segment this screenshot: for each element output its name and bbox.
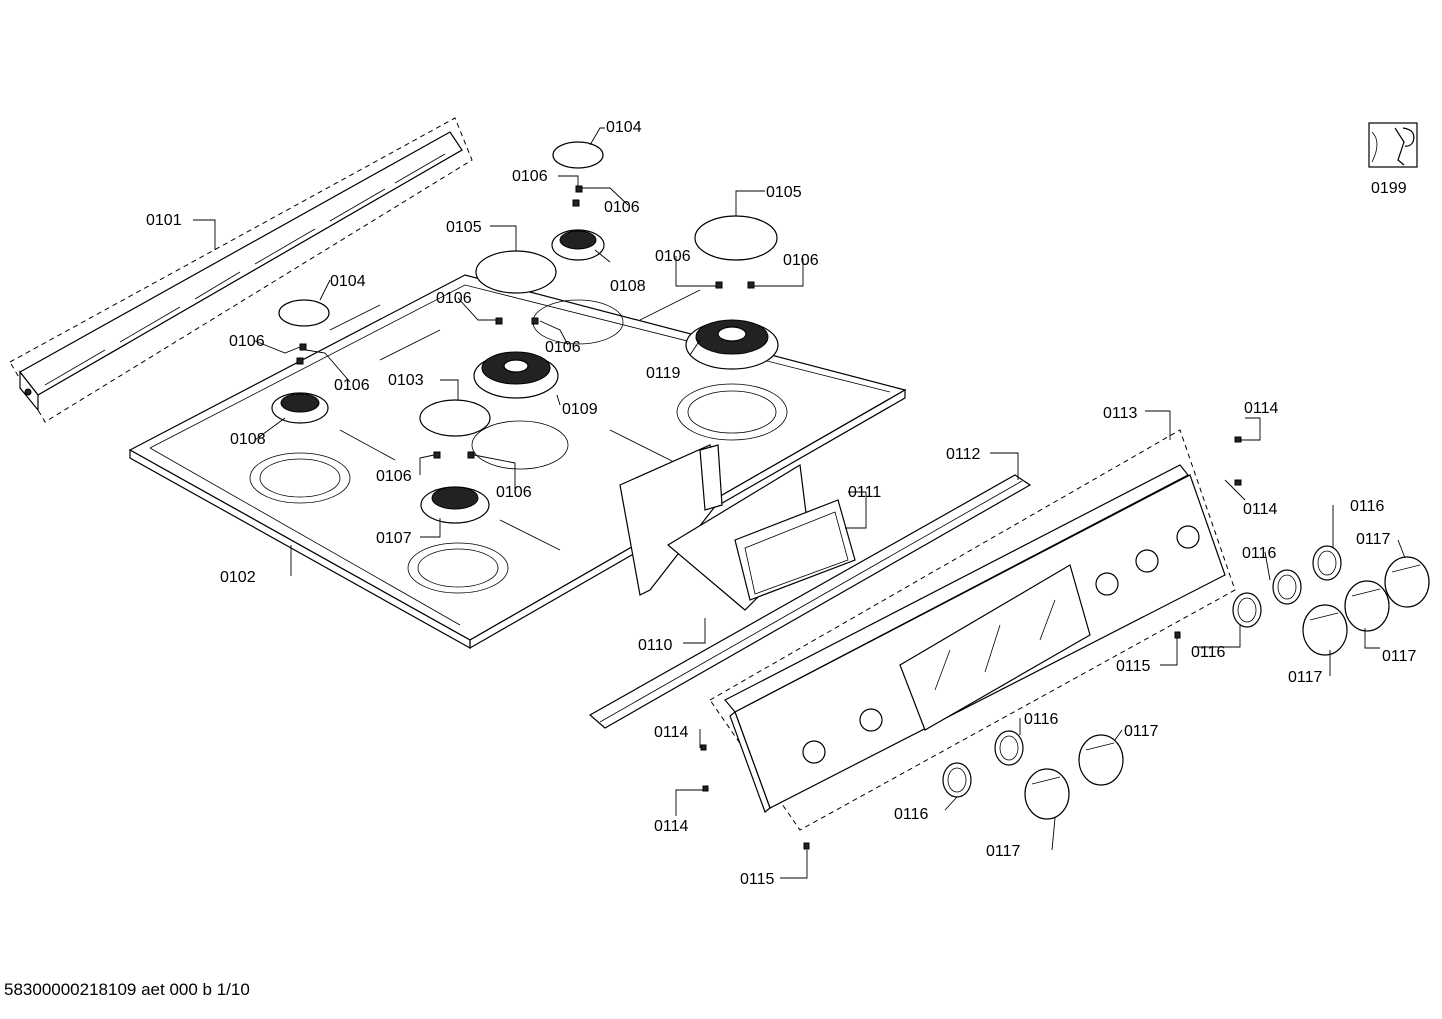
callout-0106: 0106 (783, 252, 819, 269)
callout-0117: 0117 (1382, 648, 1417, 665)
callout-0101: 0101 (146, 212, 182, 229)
callout-0105: 0105 (766, 184, 802, 201)
callout-0117: 0117 (1356, 531, 1391, 548)
callout-0108: 0108 (610, 278, 646, 295)
callout-0110: 0110 (638, 637, 673, 654)
callout-labels: 0101 0102 0103 0104 0104 0105 0105 0106 … (146, 119, 1417, 888)
callout-0116: 0116 (1350, 498, 1385, 515)
callout-0106: 0106 (496, 484, 532, 501)
burner-caps (278, 141, 778, 437)
panel-screws (700, 436, 1242, 850)
callout-0106: 0106 (376, 468, 412, 485)
callout-0106: 0106 (436, 290, 472, 307)
back-trim-rail (9, 117, 473, 423)
cap-0105-mid (475, 250, 557, 294)
cooktop-surface (128, 274, 907, 650)
cap-0104-left (278, 299, 330, 327)
callout-0106: 0106 (512, 168, 548, 185)
control-knobs (1024, 556, 1430, 820)
control-panel (709, 429, 1236, 831)
callout-0106: 0106 (334, 377, 370, 394)
callout-0107: 0107 (376, 530, 412, 547)
callout-0106: 0106 (229, 333, 265, 350)
callout-0112: 0112 (946, 446, 981, 463)
callout-0104: 0104 (606, 119, 642, 136)
callout-0116: 0116 (1191, 644, 1226, 661)
callout-0106: 0106 (655, 248, 691, 265)
callout-0113: 0113 (1103, 405, 1138, 422)
callout-0116: 0116 (1024, 711, 1059, 728)
callout-0102: 0102 (220, 569, 256, 586)
callout-0109: 0109 (562, 401, 598, 418)
callout-0114: 0114 (1243, 501, 1278, 518)
callout-0114: 0114 (654, 818, 689, 835)
callout-0115: 0115 (1116, 658, 1151, 675)
callout-0115: 0115 (740, 871, 775, 888)
leader-lines (193, 127, 1406, 879)
callout-0116: 0116 (1242, 545, 1277, 562)
callout-0116: 0116 (894, 806, 929, 823)
callout-0104: 0104 (330, 273, 366, 290)
callout-0106: 0106 (545, 339, 581, 356)
cap-0103 (419, 399, 491, 437)
callout-0103: 0103 (388, 372, 424, 389)
control-strip (588, 474, 1032, 729)
callout-0117: 0117 (1124, 723, 1159, 740)
burner-screws (296, 185, 755, 459)
wrench-icon (1368, 122, 1418, 168)
control-module (666, 464, 856, 611)
callout-0114: 0114 (1244, 400, 1279, 417)
knob-bezels (942, 545, 1342, 798)
callout-0114: 0114 (654, 724, 689, 741)
burner-heads (271, 229, 779, 524)
callout-0117: 0117 (1288, 669, 1323, 686)
document-footer: 58300000218109 aet 000 b 1/10 (4, 980, 250, 999)
callout-0199: 0199 (1371, 180, 1407, 197)
callout-0108: 0108 (230, 431, 266, 448)
callout-0105: 0105 (446, 219, 482, 236)
callout-0111: 0111 (848, 484, 881, 501)
callout-0119: 0119 (646, 365, 681, 382)
mounting-bracket (619, 444, 723, 596)
cap-0104-top (552, 141, 604, 169)
callout-0117: 0117 (986, 843, 1021, 860)
cap-0105-right (694, 215, 778, 261)
callout-0106: 0106 (604, 199, 640, 216)
